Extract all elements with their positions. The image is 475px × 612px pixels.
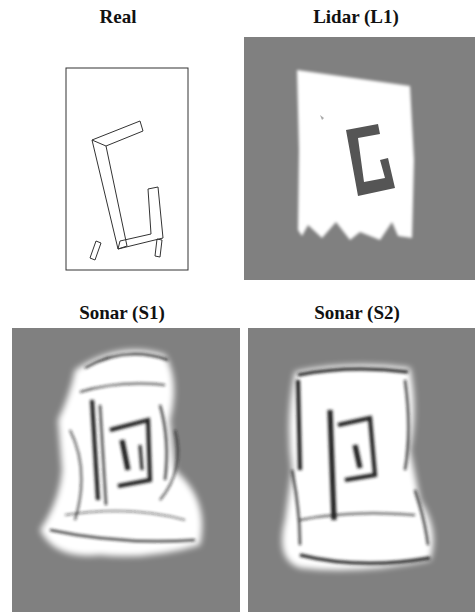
panel-title: Real	[100, 7, 137, 28]
sonar-s1-map	[12, 328, 240, 612]
panel-title: Sonar (S1)	[79, 303, 165, 324]
panel-title: Sonar (S2)	[314, 303, 400, 324]
panel-title: Lidar (L1)	[313, 7, 399, 28]
lidar-map	[244, 37, 475, 280]
real-map	[66, 68, 188, 270]
sonar-s2-map	[248, 328, 475, 612]
